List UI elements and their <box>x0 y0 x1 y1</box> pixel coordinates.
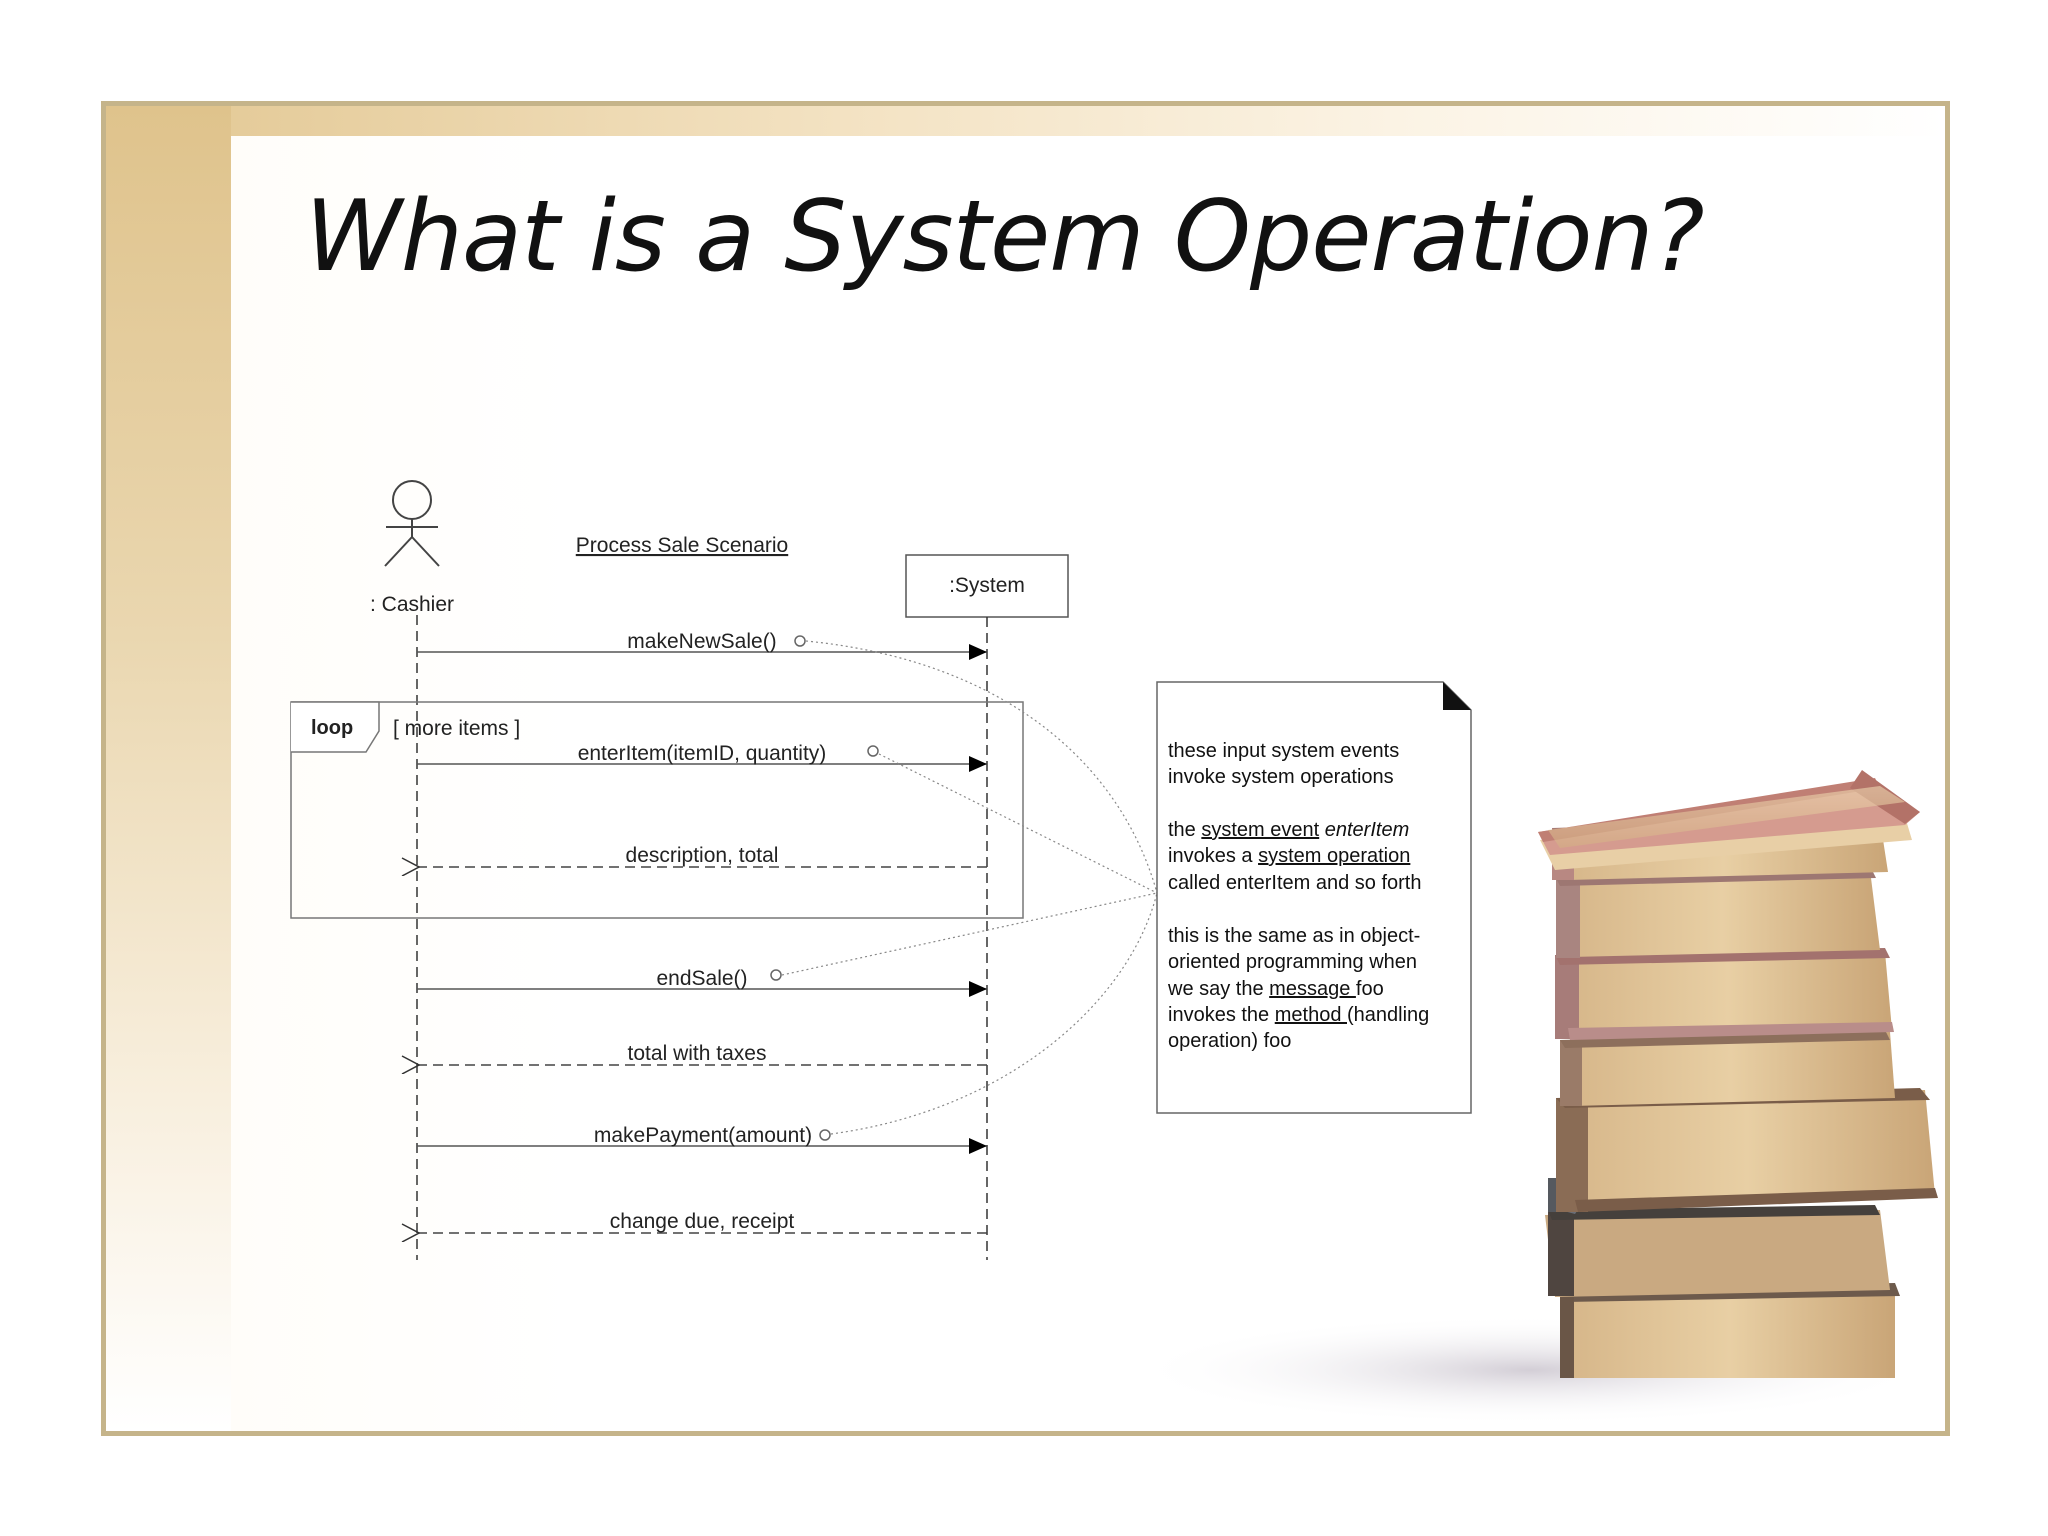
connector-dot-makenewsale <box>794 635 806 647</box>
top-band <box>106 106 1945 136</box>
left-band <box>106 106 231 1431</box>
loop-label: loop <box>311 717 353 739</box>
note-text: these input system events invoke system … <box>1167 740 1429 1052</box>
system-label: :System <box>949 574 1025 597</box>
connector-dot-enteritem <box>867 745 879 757</box>
note-line: this is the same as in object- <box>1168 925 1420 947</box>
message-label-endsale: endSale() <box>656 967 747 990</box>
explanation-note <box>1156 681 1472 1114</box>
message-label-total-with-taxes: total with taxes <box>628 1042 767 1065</box>
message-label-change-due: change due, receipt <box>610 1210 795 1233</box>
note-line: we say the message foo <box>1167 978 1384 1000</box>
message-label-enteritem: enterItem(itemID, quantity) <box>578 742 827 765</box>
note-line: operation) foo <box>1168 1030 1291 1052</box>
message-label-makenewsale: makeNewSale() <box>627 630 776 653</box>
message-label-description: description, total <box>626 844 779 867</box>
slide-title: What is a System Operation? <box>305 180 1705 294</box>
message-label-makepayment: makePayment(amount) <box>594 1124 812 1147</box>
loop-fragment <box>290 701 1024 919</box>
cashier-label: : Cashier <box>370 593 454 616</box>
note-line: invokes a system operation <box>1168 845 1410 867</box>
connector-dot-makepayment <box>819 1129 831 1141</box>
note-line: called enterItem and so forth <box>1168 872 1421 894</box>
loop-guard: [ more items ] <box>393 717 520 740</box>
note-line: invoke system operations <box>1168 766 1394 788</box>
scenario-title: Process Sale Scenario <box>576 534 788 557</box>
note-connectors <box>781 640 1158 1135</box>
connector-dot-endsale <box>770 969 782 981</box>
note-line: the system event enterItem <box>1168 819 1409 841</box>
system-lifeline-box <box>905 554 1069 618</box>
note-line: invokes the method (handling <box>1168 1004 1429 1026</box>
note-line: these input system events <box>1168 740 1399 762</box>
note-line: oriented programming when <box>1168 951 1417 973</box>
cashier-actor-icon <box>384 480 440 567</box>
